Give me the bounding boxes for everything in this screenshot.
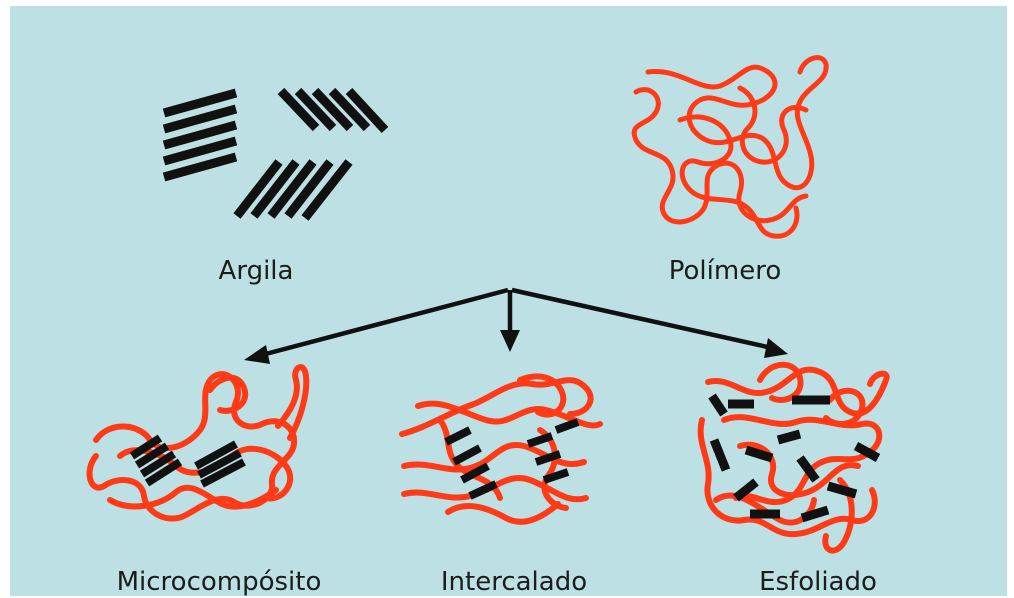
label-polymer: Polímero (669, 256, 781, 286)
clay-plate (778, 434, 800, 440)
label-intercalated: Intercalado (441, 567, 587, 597)
label-microcomposite: Microcompósito (117, 567, 322, 597)
label-exfoliated: Esfoliado (759, 567, 877, 597)
label-clay: Argila (219, 256, 294, 286)
